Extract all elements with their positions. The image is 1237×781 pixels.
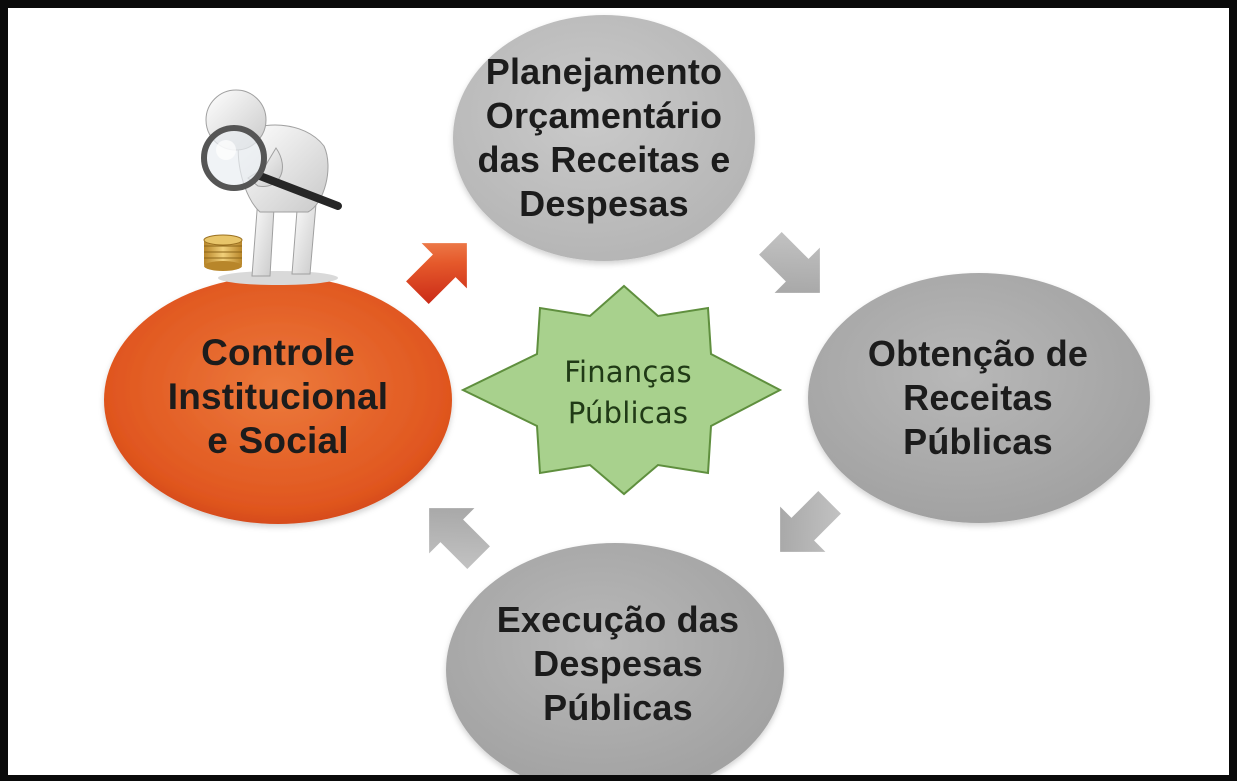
label-line: Receitas (903, 377, 1053, 418)
public-finance-cycle-diagram (104, 15, 1150, 775)
arrow-revenue-to-execution (780, 491, 841, 552)
label-line: e Social (207, 420, 349, 461)
planning-node (453, 15, 755, 261)
arrow-planning-to-revenue (759, 232, 820, 293)
arrow-execution-to-control (429, 508, 490, 569)
label-line: Públicas (543, 687, 693, 728)
label-line: Despesas (533, 643, 703, 684)
person-with-magnifier-icon (201, 89, 342, 285)
label-line: Públicas (567, 396, 689, 430)
label-line: Planejamento (485, 51, 723, 92)
execution-node (446, 543, 784, 775)
label-line: Finanças (564, 355, 692, 389)
control-node (104, 276, 452, 524)
label-line: Despesas (519, 183, 689, 224)
label-line: Obtenção de (867, 333, 1089, 374)
label-line: Institucional (167, 376, 389, 417)
revenue-node (808, 273, 1150, 523)
label-line: Controle (201, 332, 355, 373)
center-starburst (460, 284, 783, 496)
arrow-control-to-planning (406, 243, 467, 304)
label-line: Orçamentário (485, 95, 723, 136)
label-line: Execução das (496, 599, 740, 640)
label-line: Públicas (903, 421, 1053, 462)
coin-stack-icon (203, 234, 243, 271)
label-line: das Receitas e (477, 139, 731, 180)
